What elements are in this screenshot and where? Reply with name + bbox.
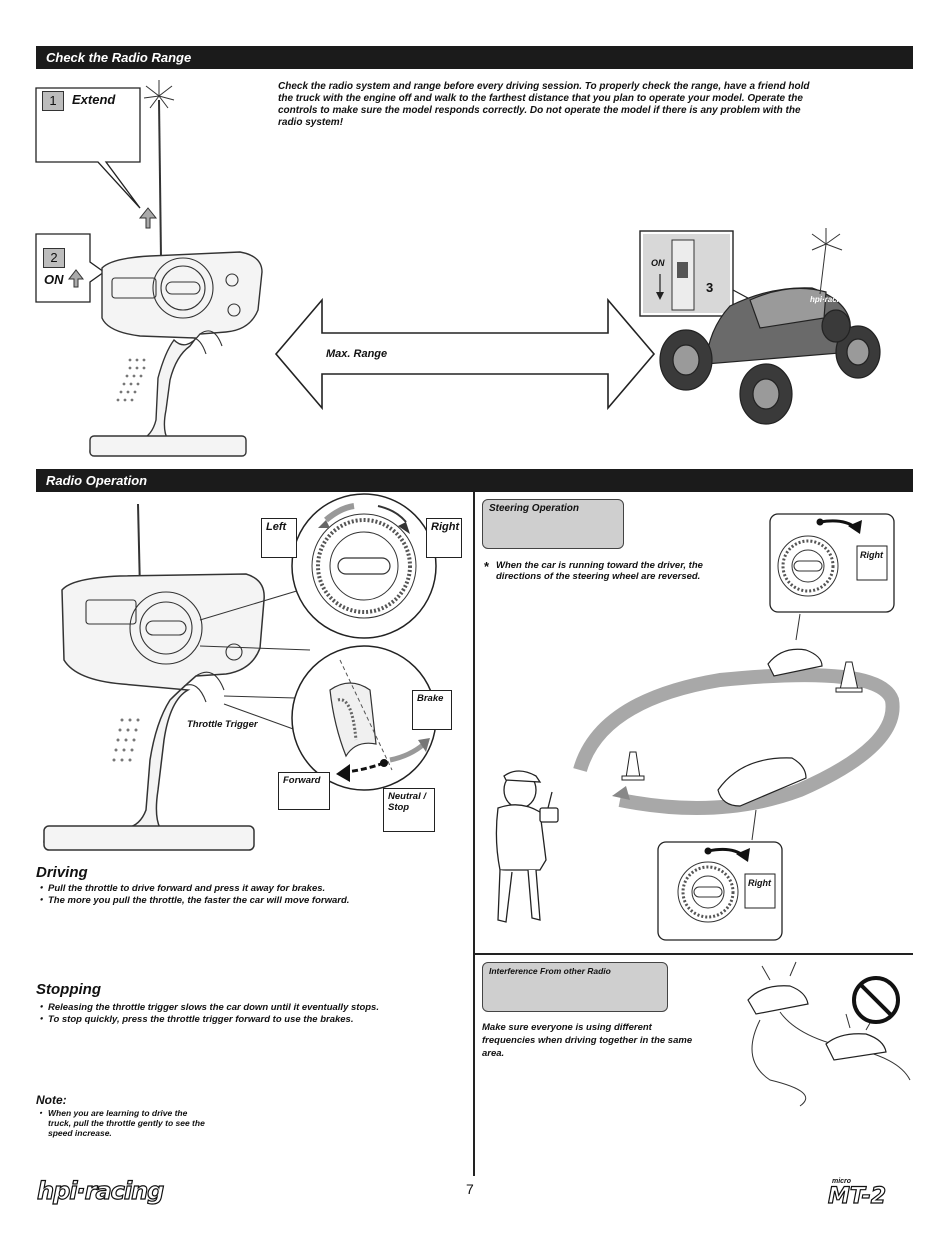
steering-title-box: Steering Operation bbox=[482, 499, 624, 549]
list-item: Releasing the throttle trigger slows the… bbox=[36, 1002, 466, 1014]
brake-label: Brake bbox=[417, 693, 444, 704]
section-title: Radio Operation bbox=[46, 473, 148, 488]
note-heading: Note: bbox=[36, 1093, 67, 1107]
neutral-label: Neutral / Stop bbox=[388, 791, 427, 813]
max-range-label: Max. Range bbox=[326, 348, 388, 360]
stopping-heading: Stopping bbox=[36, 981, 101, 998]
step-3-number: 3 bbox=[706, 280, 714, 295]
driving-heading: Driving bbox=[36, 864, 88, 881]
stopping-list: Releasing the throttle trigger slows the… bbox=[36, 1002, 466, 1026]
steering-right-top-label: Right bbox=[860, 550, 883, 560]
steering-right-bottom-label: Right bbox=[748, 878, 771, 888]
interference-text: Make sure everyone is using different fr… bbox=[482, 1022, 693, 1059]
mt2-logo: MT-2 bbox=[827, 1183, 887, 1209]
step-2-label: ON bbox=[44, 272, 64, 287]
list-item: The more you pull the throttle, the fast… bbox=[36, 895, 466, 907]
micro-logo-prefix: micro bbox=[832, 1178, 852, 1185]
left-label-box: Left bbox=[261, 518, 297, 558]
steering-title: Steering Operation bbox=[489, 503, 580, 514]
steering-note: When the car is running toward the drive… bbox=[496, 560, 703, 582]
note-list: When you are learning to drive the truck… bbox=[36, 1108, 206, 1138]
column-divider bbox=[473, 492, 475, 1176]
forward-label: Forward bbox=[283, 775, 321, 786]
row-divider bbox=[475, 953, 913, 955]
list-item: When you are learning to drive the truck… bbox=[36, 1108, 206, 1138]
right-label: Right bbox=[431, 521, 460, 533]
asterisk-icon: * bbox=[484, 559, 490, 574]
switch-on-label: ON bbox=[651, 258, 665, 268]
left-label: Left bbox=[266, 521, 287, 533]
step-2-number: 2 bbox=[43, 248, 65, 268]
page-number: 7 bbox=[466, 1181, 474, 1197]
driving-list: Pull the throttle to drive forward and p… bbox=[36, 883, 466, 907]
interference-title: Interference From other Radio bbox=[489, 966, 611, 976]
throttle-trigger-label: Throttle Trigger bbox=[187, 719, 258, 730]
section-title: Check the Radio Range bbox=[46, 50, 192, 65]
brake-label-box: Brake bbox=[412, 690, 452, 730]
svg-text:hpi·racing: hpi·racing bbox=[810, 295, 849, 304]
right-label-box: Right bbox=[426, 518, 462, 558]
neutral-label-box: Neutral / Stop bbox=[383, 788, 435, 832]
step-1-label: Extend bbox=[72, 92, 116, 107]
step-1-number: 1 bbox=[42, 91, 64, 111]
interference-title-box: Interference From other Radio bbox=[482, 962, 668, 1012]
forward-label-box: Forward bbox=[278, 772, 330, 810]
list-item: To stop quickly, press the throttle trig… bbox=[36, 1014, 466, 1026]
hpi-racing-logo: hpi·racing bbox=[36, 1176, 165, 1205]
list-item: Pull the throttle to drive forward and p… bbox=[36, 883, 466, 895]
section-header-radio-operation: Radio Operation bbox=[36, 469, 913, 492]
radio-range-intro: Check the radio system and range before … bbox=[278, 81, 810, 128]
section-header-radio-range: Check the Radio Range bbox=[36, 46, 913, 69]
